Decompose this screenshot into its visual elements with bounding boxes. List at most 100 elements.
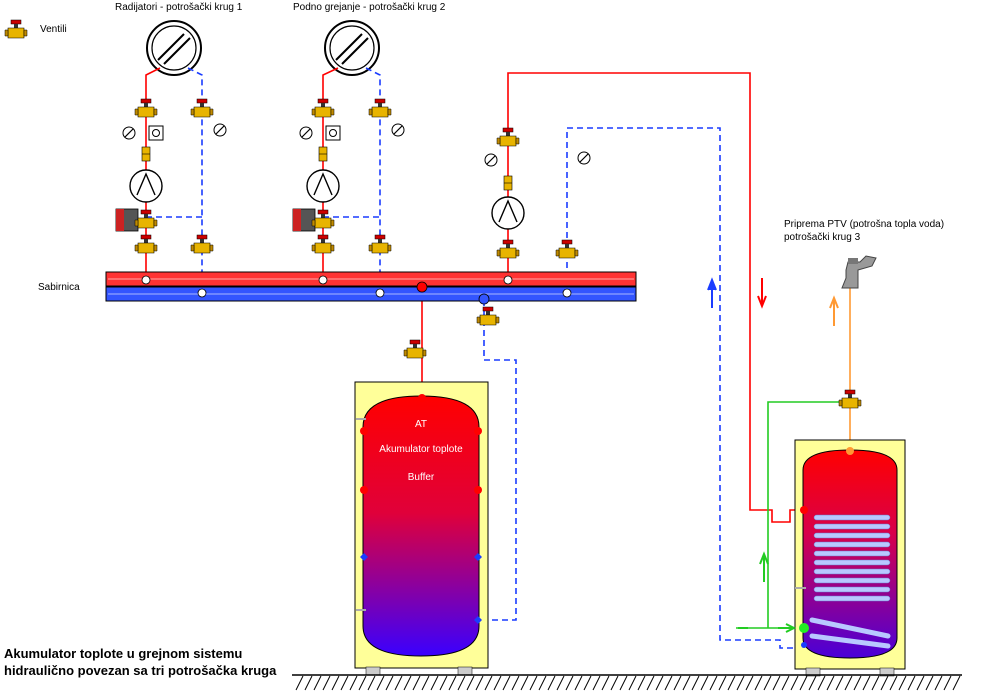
valve-icon [555, 239, 579, 259]
diagram-caption: Akumulator toplote u grejnom sistemu hid… [4, 645, 304, 679]
buffer-tank [354, 381, 489, 676]
ground-hatch-line [466, 675, 475, 691]
heat-exchanger-coil-icon [809, 514, 891, 649]
coil-turn [813, 586, 891, 593]
ground-hatch-line [754, 675, 763, 691]
ground-hatch-line [322, 675, 331, 691]
ground-hatch-line [421, 675, 430, 691]
ground-hatch-line [358, 675, 367, 691]
radiator-circuit-2 [324, 20, 380, 76]
ground-hatch-line [700, 675, 709, 691]
ground-hatch-line [943, 675, 952, 691]
ground-hatch-line [376, 675, 385, 691]
valve-icon [134, 234, 158, 254]
legend-valve-icon [4, 19, 28, 39]
pump-icon [491, 196, 525, 230]
ground-hatch-line [673, 675, 682, 691]
ground-hatch-line [934, 675, 943, 691]
ground-hatch-line [844, 675, 853, 691]
valve-icon [134, 98, 158, 118]
ground-hatch-line [439, 675, 448, 691]
ground-hatch-line [349, 675, 358, 691]
ground-hatch-line [385, 675, 394, 691]
ground-hatch-line [898, 675, 907, 691]
ground-hatch-line [691, 675, 700, 691]
ground-hatch-line [556, 675, 565, 691]
pump-icon [129, 169, 163, 203]
mixing-valve-icon [292, 208, 335, 232]
ground-hatch-line [511, 675, 520, 691]
coil-turn [813, 577, 891, 584]
ground-hatch [292, 674, 962, 691]
ground-hatch-line [331, 675, 340, 691]
valve-icon [318, 146, 328, 162]
manifold-label: Sabirnica [38, 282, 80, 293]
ground-hatch-line [817, 675, 826, 691]
ground-hatch-line [493, 675, 502, 691]
ground-hatch-line [682, 675, 691, 691]
ground-hatch-line [484, 675, 493, 691]
valve-icon [496, 239, 520, 259]
ground-hatch-line [403, 675, 412, 691]
radiator-circuit-1 [146, 20, 202, 76]
ground-hatch-line [547, 675, 556, 691]
thermometer-icon [299, 126, 313, 140]
ground-hatch-line [916, 675, 925, 691]
ground-hatch-line [457, 675, 466, 691]
ground-hatch-line [889, 675, 898, 691]
ground-hatch-line [655, 675, 664, 691]
coil-turn [813, 523, 891, 530]
ground-hatch-line [862, 675, 871, 691]
ground-hatch-line [637, 675, 646, 691]
circuit-1-components [115, 98, 227, 254]
ground-hatch-line [304, 675, 313, 691]
ground-hatch-line [763, 675, 772, 691]
ground-hatch-line [727, 675, 736, 691]
buffer-tank-tag: AT [414, 419, 428, 430]
thermometer-icon [213, 123, 227, 137]
ground-hatch-line [574, 675, 583, 691]
ground-hatch-line [709, 675, 718, 691]
valve-icon [503, 175, 513, 191]
valve-icon [368, 98, 392, 118]
coil-turn [809, 617, 891, 639]
ground-hatch-line [394, 675, 403, 691]
ground-hatch-line [781, 675, 790, 691]
valve-icon [311, 98, 335, 118]
legend-valve-label: Ventili [40, 24, 67, 35]
ground-hatch-line [826, 675, 835, 691]
ground-hatch-line [808, 675, 817, 691]
ground-hatch-line [520, 675, 529, 691]
thermometer-icon [122, 126, 136, 140]
ground-hatch-line [745, 675, 754, 691]
coil-turn [813, 568, 891, 575]
radiator-icon [146, 20, 202, 76]
ground-hatch-line [538, 675, 547, 691]
radiator-icon [324, 20, 380, 76]
ground-hatch-line [772, 675, 781, 691]
manifold [105, 271, 637, 305]
ground-hatch-line [601, 675, 610, 691]
ground-hatch-line [565, 675, 574, 691]
buffer-pipes [421, 290, 517, 621]
circuit-3-components [484, 127, 591, 259]
ground-hatch-line [664, 675, 673, 691]
ground-hatch-line [646, 675, 655, 691]
pump-icon [306, 169, 340, 203]
mixing-valve-icon [115, 208, 158, 232]
circuit-2-label: Podno grejanje - potrošački krug 2 [293, 2, 446, 13]
coil-turn [809, 633, 891, 649]
coil-turn [813, 514, 891, 521]
thermometer-icon [484, 153, 498, 167]
ground-hatch-line [799, 675, 808, 691]
ground-hatch-line [367, 675, 376, 691]
ground-hatch-line [835, 675, 844, 691]
coil-turn [813, 595, 891, 602]
caption-line-1: Akumulator toplote u grejnom sistemu [4, 646, 243, 661]
ground-hatch-line [907, 675, 916, 691]
ground-hatch-line [448, 675, 457, 691]
ground-hatch-line [502, 675, 511, 691]
ground-hatch-line [952, 675, 961, 691]
ground-hatch-line [790, 675, 799, 691]
buffer-tank-subname: Buffer [407, 472, 435, 483]
